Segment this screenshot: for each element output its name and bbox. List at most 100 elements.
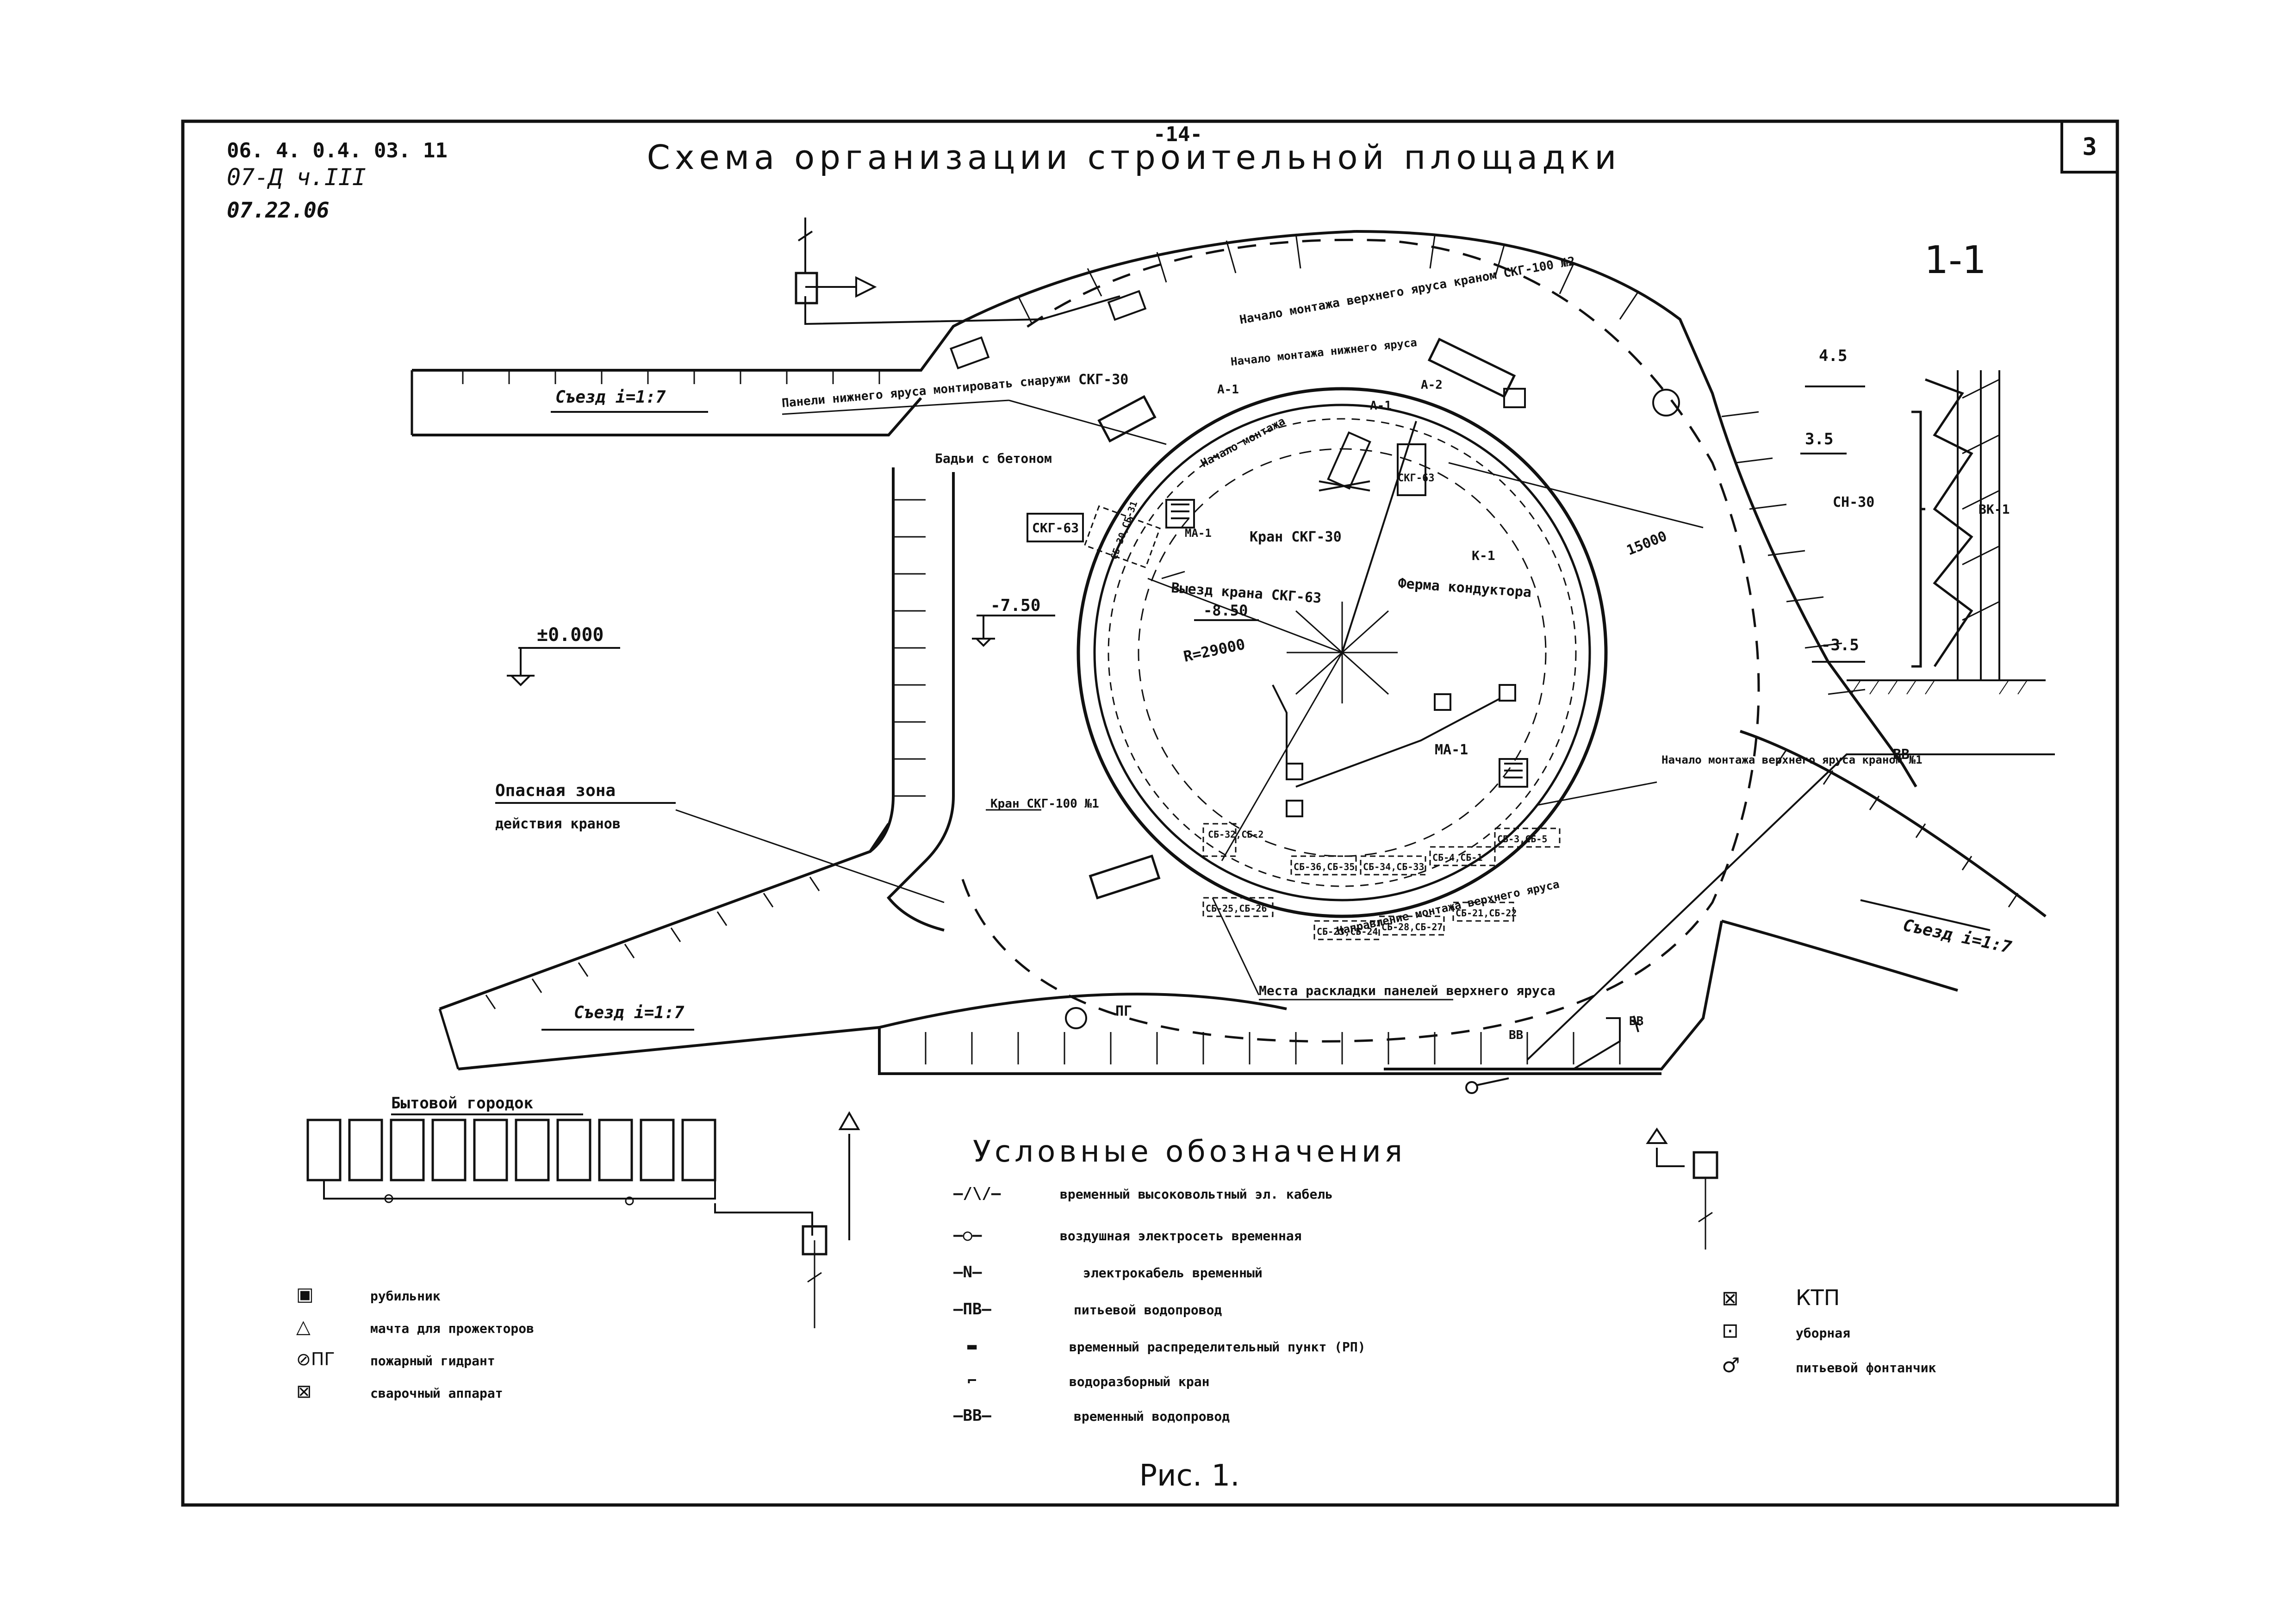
svg-text:-7.50: -7.50: [990, 596, 1040, 615]
section-label-sn30: СН-30: [1833, 494, 1874, 510]
legend-right-label-3: питьевой фонтанчик: [1796, 1360, 1936, 1375]
equipment-skg63-b: СКГ-63: [1398, 473, 1434, 484]
svg-text:СБ-32,СБ-2: СБ-32,СБ-2: [1208, 829, 1263, 840]
figure-caption: Рис. 1.: [1139, 1459, 1239, 1493]
ramp-upper-left: Съезд i=1:7: [411, 230, 1356, 436]
drawing-title: Схема организации строительной площадки: [647, 138, 1621, 177]
legend-center-label-3: электрокабель временный: [1083, 1265, 1263, 1281]
legend-right-symbol-3: ♂: [1722, 1354, 1740, 1377]
section-title: 1-1: [1924, 238, 1986, 282]
note-start-lower: Начало монтажа нижнего яруса: [1230, 336, 1418, 368]
doc-code-1: 06. 4. 0.4. 03. 11: [227, 139, 448, 162]
note-start-upper: Начало монтажа верхнего яруса краном СКГ…: [1238, 255, 1576, 327]
legend-right-symbol-1: ⊠: [1722, 1287, 1739, 1310]
note-panel-layout: Места раскладки панелей верхнего яруса: [1259, 983, 1556, 998]
svg-text:СБ-30,СБ-31: СБ-30,СБ-31: [1108, 499, 1139, 561]
legend-center-label-1: временный высоковольтный эл. кабель: [1060, 1187, 1333, 1202]
bb-mark-2: ВВ: [1509, 1028, 1523, 1042]
legend-left-symbol-1: ▣: [296, 1284, 314, 1305]
ramp-label-2: Съезд i=1:7: [574, 1003, 684, 1022]
legend-center-symbol-4: —ПВ—: [953, 1300, 991, 1318]
section-level-2: 3.5: [1805, 430, 1833, 448]
svg-text:СБ-34,СБ-33: СБ-34,СБ-33: [1363, 861, 1424, 872]
legend-center-symbol-1: —/\/—: [953, 1184, 1001, 1203]
doc-code-3: 07.22.06: [227, 198, 330, 223]
ramp-right: Съезд i=1:7: [1721, 730, 2047, 992]
legend-center-label-6: водоразборный кран: [1069, 1374, 1209, 1389]
equipment-a1: А-1: [1217, 383, 1239, 397]
radius-label: R=29000: [1182, 635, 1247, 665]
note-start-crane-1: Начало монтажа верхнего яруса краном №1: [1661, 753, 1923, 766]
equipment-ma1: МА-1: [1435, 742, 1468, 758]
legend-center-label-4: питьевой водопровод: [1074, 1302, 1222, 1318]
svg-text:СБ-3,СБ-5: СБ-3,СБ-5: [1497, 833, 1547, 845]
svg-text:СБ-21,СБ-22: СБ-21,СБ-22: [1456, 908, 1517, 919]
cable-lines: [795, 218, 1500, 788]
equipment-a1-b: А-1: [1370, 399, 1392, 413]
legend-left-label-2: мачта для прожекторов: [370, 1321, 534, 1336]
camp-title: Бытовой городок: [391, 1094, 533, 1113]
page-number: -14-: [1153, 123, 1202, 146]
sheet-number-box: [2060, 120, 2119, 174]
legend-left-label-1: рубильник: [370, 1288, 441, 1304]
legend-left-label-4: сварочный аппарат: [370, 1386, 503, 1401]
bb-mark-3: ВВ: [1629, 1014, 1643, 1028]
legend-left-symbol-3: ⊘ПГ: [296, 1349, 335, 1369]
ramp-lower-left: Съезд i=1:7: [438, 823, 1287, 1070]
equipment-skg30: СКГ-30: [1078, 372, 1128, 388]
circular-structure: [1076, 387, 1704, 918]
note-buckets: Бадьи с бетоном: [935, 451, 1052, 466]
legend-right: ⊠ КТП ⊡ уборная ♂ питьевой фонтанчик: [1722, 1285, 1936, 1377]
equipment-k1: К-1: [1472, 548, 1495, 563]
dimension-label: 15000: [1624, 528, 1669, 559]
svg-text:СБ-4,СБ-1: СБ-4,СБ-1: [1432, 852, 1482, 863]
legend-right-symbol-2: ⊡: [1722, 1319, 1739, 1343]
sheet-frame: [181, 119, 2119, 1507]
ramp-label-1: Съезд i=1:7: [555, 388, 666, 407]
equipment-skg63: СКГ-63: [1032, 520, 1079, 535]
legend-right-label-1: КТП: [1796, 1285, 1840, 1310]
equipment-ma1-b: МА-1: [1185, 527, 1212, 540]
svg-text:СБ-28,СБ-27: СБ-28,СБ-27: [1381, 921, 1443, 933]
legend-center-symbol-3: —N—: [953, 1263, 982, 1281]
sheet-number: 3: [2082, 133, 2097, 161]
danger-zone-subtitle: действия кранов: [495, 816, 621, 832]
legend-left-symbol-4: ⊠: [296, 1381, 312, 1402]
level-mark-ground: ±0.000: [507, 624, 620, 686]
bb-mark-1: ВВ: [1893, 746, 1910, 763]
ktp-feed: [1646, 1127, 1718, 1250]
pg-mark: ПГ: [1115, 1003, 1132, 1020]
legend-center-label-5: временный распределительный пункт (РП): [1069, 1339, 1366, 1355]
svg-text:СБ-36,СБ-35: СБ-36,СБ-35: [1294, 861, 1355, 872]
danger-zone-boundary: [961, 238, 1760, 1043]
legend-center-label-7: временный водопровод: [1074, 1409, 1230, 1424]
section-label-vk1: ВК-1: [1979, 502, 2010, 517]
svg-text:-8.50: -8.50: [1203, 602, 1248, 619]
section-level-1: 4.5: [1819, 347, 1847, 365]
danger-zone-title: Опасная зона: [495, 781, 616, 800]
level-mark-pit-1: -7.50: [972, 596, 1055, 647]
legend-right-label-2: уборная: [1796, 1325, 1850, 1341]
doc-code-2: 07-Д ч.III: [227, 164, 366, 191]
legend-center-symbol-2: —○—: [953, 1226, 982, 1244]
svg-text:СБ-25,СБ-26: СБ-25,СБ-26: [1206, 903, 1267, 914]
legend-center-symbol-5: ▬: [967, 1337, 977, 1356]
legend-left-label-3: пожарный гидрант: [370, 1353, 495, 1368]
legend-left: ▣ рубильник △ мачта для прожекторов ⊘ПГ …: [296, 1284, 534, 1402]
crane-shapes: [950, 290, 1680, 1029]
legend-center: —/\/— временный высоковольтный эл. кабел…: [953, 1184, 1366, 1425]
note-crane-100-1: Кран СКГ-100 №1: [990, 797, 1099, 811]
legend-center-label-2: воздушная электросеть временная: [1060, 1228, 1302, 1244]
legend-left-symbol-2: △: [296, 1316, 311, 1337]
note-crane-30: Кран СКГ-30: [1250, 529, 1342, 545]
section-1-1: 1-1 4.5 3.5 СН-30 ВК-1 -3.5: [1800, 238, 2046, 695]
legend-center-symbol-7: —ВВ—: [953, 1406, 991, 1425]
water-lines: ВВ ВВ ВВ ПГ: [1115, 746, 2055, 1094]
camp: Бытовой городок: [306, 1094, 860, 1328]
equipment-a2: А-2: [1421, 378, 1443, 392]
note-panels-lower: Панели нижнего яруса монтировать снаружи: [781, 372, 1071, 410]
pit-outline: [869, 230, 1917, 1075]
legend-title: Условные обозначения: [973, 1135, 1406, 1169]
